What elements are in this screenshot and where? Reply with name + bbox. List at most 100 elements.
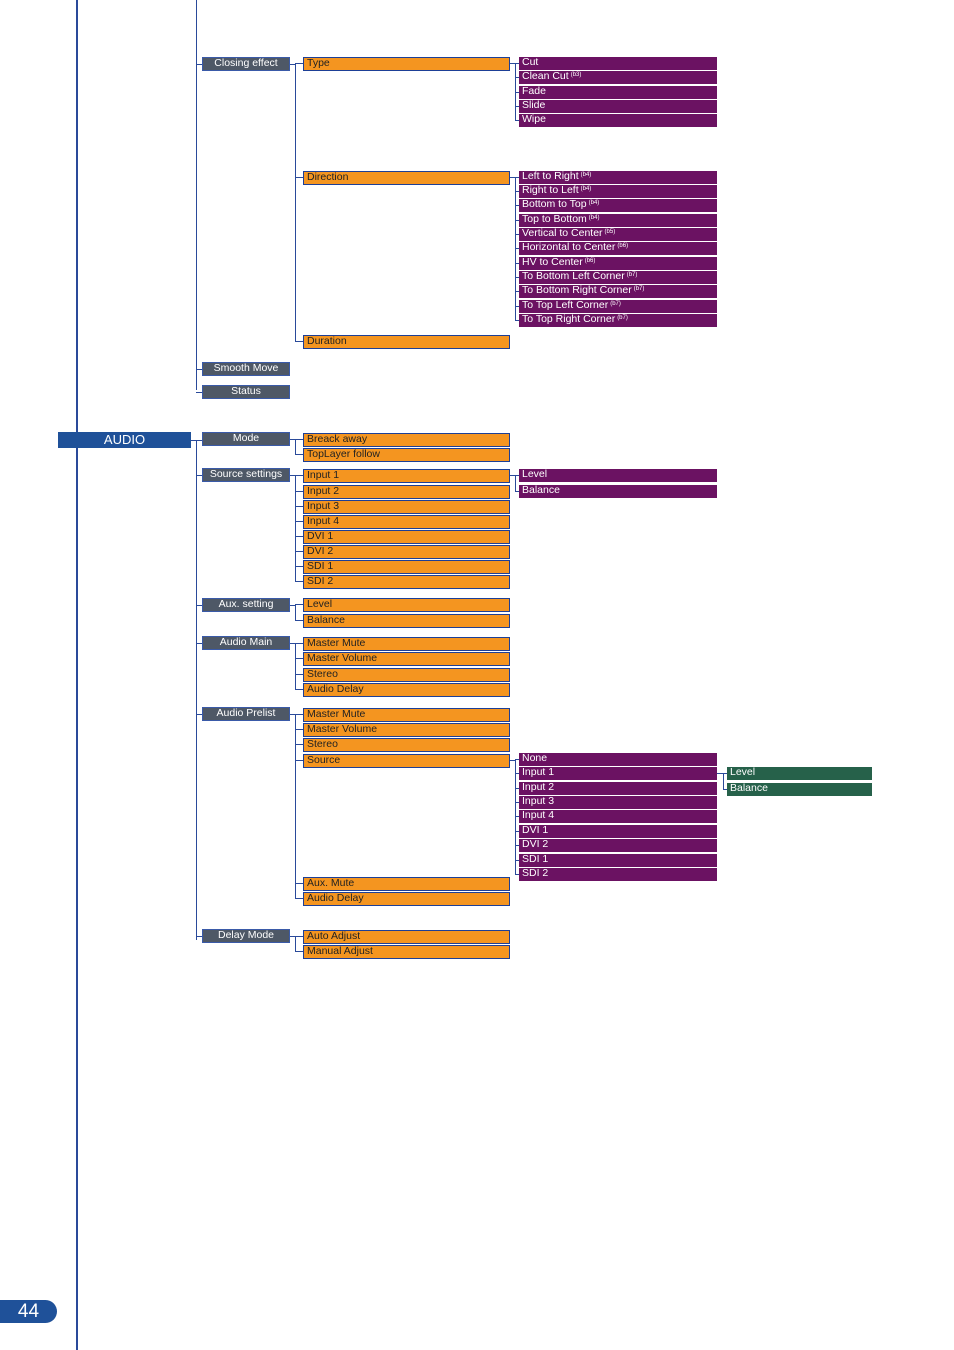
connector-line [723, 773, 728, 774]
connector-line [515, 831, 520, 832]
connector-line [515, 860, 520, 861]
menu-node-status-label: Status [231, 385, 261, 397]
menu-node-aux-setting-label: Aux. setting [218, 598, 274, 610]
connector-line [295, 936, 296, 952]
submenu-item-label: Input 3 [307, 500, 340, 512]
connector-line [295, 536, 304, 537]
menu-node-audio-prelist-label: Audio Prelist [216, 707, 276, 719]
option-item: DVI 1 [519, 825, 717, 838]
submenu-item: Input 2 [303, 485, 510, 499]
page-number: 44 [0, 1300, 57, 1323]
submenu-item: Aux. Mute [303, 877, 510, 891]
connector-line [196, 440, 197, 940]
option-item: Slide [519, 100, 717, 113]
option-item: Cut [519, 57, 717, 70]
submenu-item-label: Audio Delay [307, 683, 364, 695]
option-item: Clean Cut(b3) [519, 71, 717, 84]
option-item-label: Cut [522, 57, 539, 68]
audio-root-node-label: AUDIO [103, 432, 146, 447]
connector-line [295, 475, 296, 582]
connector-line [515, 77, 520, 78]
connector-line [295, 604, 304, 605]
option-item-label: Slide [522, 100, 546, 111]
submenu-item: Audio Delay [303, 892, 510, 906]
connector-line [295, 63, 304, 64]
submenu-item-label: Input 4 [307, 515, 340, 527]
option-item-label: To Top Left Corner [522, 300, 609, 311]
connector-line [295, 898, 304, 899]
submenu-item: TopLayer follow [303, 448, 510, 462]
connector-line [295, 454, 304, 455]
connector-line [515, 63, 520, 64]
option-item-label: None [522, 753, 548, 764]
option-item: Input 1 [519, 767, 717, 780]
submenu-item: Duration [303, 335, 510, 349]
submenu-item-label: Type [307, 57, 330, 69]
connector-line [515, 106, 520, 107]
connector-line [196, 936, 202, 937]
option-item-note: (b5) [604, 229, 616, 235]
connector-line [196, 605, 202, 606]
option-item-label: Level [522, 469, 548, 480]
submenu-item-label: Master Volume [307, 652, 378, 664]
submenu-item-label: Stereo [307, 668, 338, 680]
submenu-item-label: Stereo [307, 738, 338, 750]
option-item-note: (b6) [584, 258, 596, 264]
connector-line [295, 883, 304, 884]
option-item-note: (b7) [617, 315, 628, 321]
connector-line [290, 439, 296, 440]
connector-line [295, 566, 304, 567]
connector-line [295, 604, 296, 621]
connector-line [510, 475, 516, 476]
option-item: Right to Left(b4) [519, 185, 717, 198]
submenu-item: Type [303, 57, 510, 71]
option-item: Bottom to Top(b4) [519, 199, 717, 212]
submenu-item-label: Balance [307, 614, 345, 626]
connector-line [515, 320, 520, 321]
connector-line [295, 177, 304, 178]
submenu-item-label: Manual Adjust [307, 945, 373, 957]
connector-line [295, 439, 304, 440]
connector-line [515, 220, 520, 221]
submenu-item: Level [303, 598, 510, 612]
connector-line [295, 63, 296, 342]
connector-line [515, 759, 520, 760]
option-item-note: (b3) [570, 72, 582, 78]
submenu-item-label: Master Mute [307, 637, 366, 649]
option-item: SDI 2 [519, 868, 717, 881]
connector-line [76, 1250, 78, 1254]
sub-option-item-label: Level [730, 767, 756, 778]
connector-line [196, 369, 202, 370]
submenu-item: Manual Adjust [303, 945, 510, 959]
sub-option-item: Balance [727, 783, 872, 796]
connector-line [515, 177, 516, 321]
connector-line [295, 714, 304, 715]
menu-node-audio-prelist: Audio Prelist [202, 707, 290, 721]
option-item: To Top Left Corner(b7) [519, 300, 717, 313]
submenu-item: Input 3 [303, 500, 510, 514]
submenu-item-label: Input 1 [307, 469, 340, 481]
connector-line [290, 605, 296, 606]
option-item: Wipe [519, 114, 717, 127]
connector-line [295, 744, 304, 745]
submenu-item-label: Auto Adjust [307, 930, 361, 942]
option-item-label: Fade [522, 86, 546, 97]
submenu-item-label: Direction [307, 171, 349, 183]
connector-line [76, 32, 78, 36]
option-item-label: Balance [522, 485, 560, 496]
submenu-item-label: DVI 1 [307, 530, 334, 542]
option-item-label: Bottom to Top [522, 199, 587, 210]
option-item: SDI 1 [519, 854, 717, 867]
connector-line [510, 177, 516, 178]
connector-line [295, 714, 296, 899]
submenu-item-label: DVI 2 [307, 545, 334, 557]
option-item: Level [519, 469, 717, 482]
option-item-label: Clean Cut [522, 71, 569, 82]
connector-line [295, 341, 304, 342]
connector-line [76, 1260, 78, 1264]
option-item-note: (b7) [626, 272, 638, 278]
connector-line [515, 759, 516, 875]
connector-line [290, 475, 296, 476]
connector-line [295, 643, 304, 644]
submenu-item: DVI 1 [303, 530, 510, 544]
